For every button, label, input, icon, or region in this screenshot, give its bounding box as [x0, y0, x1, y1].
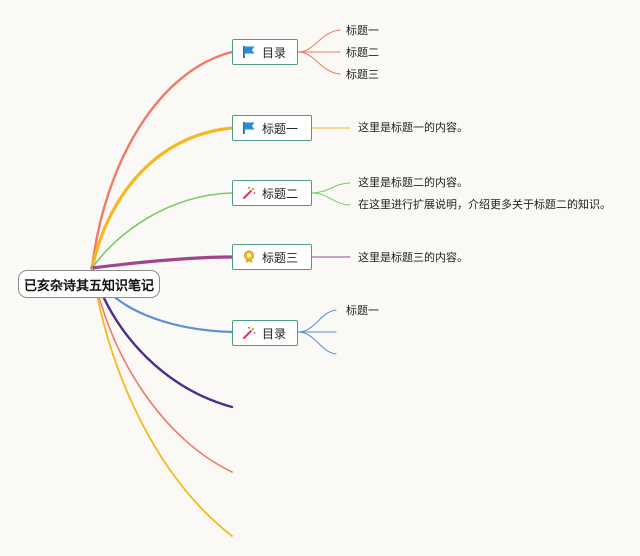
branch-connector: [91, 192, 233, 269]
root-topic[interactable]: 已亥杂诗其五知识笔记: [18, 270, 160, 298]
branch-connector: [90, 126, 234, 270]
branch-connector: [90, 255, 234, 270]
topic-label: 目录: [262, 326, 287, 341]
topic-label: 标题二: [262, 186, 299, 201]
leaf-connector: [297, 51, 341, 75]
topic-label: 目录: [262, 45, 287, 60]
topic-table-of-contents[interactable]: 目录: [232, 39, 298, 65]
branch-connector: [91, 267, 233, 537]
branch-connector: [91, 267, 233, 473]
leaf-connector: [311, 182, 351, 194]
topic-label: 标题一: [262, 121, 299, 136]
flag-icon: [241, 120, 257, 136]
branch-connector: [90, 50, 234, 270]
leaf-connector: [297, 331, 337, 355]
leaf-connector: [311, 192, 351, 206]
subtopic-item[interactable]: 这里是标题三的内容。: [358, 251, 468, 264]
topic-heading-three[interactable]: 标题三: [232, 244, 312, 270]
subtopic-item[interactable]: 标题三: [346, 68, 379, 81]
topic-heading-two[interactable]: 标题二: [232, 180, 312, 206]
subtopic-item[interactable]: 这里是标题二的内容。: [358, 176, 468, 189]
leaf-connector: [297, 309, 337, 333]
magic-wand-icon: [241, 325, 257, 341]
flag-icon: [241, 44, 257, 60]
root-topic-label: 已亥杂诗其五知识笔记: [23, 278, 154, 294]
award-medal-icon: [241, 249, 257, 265]
subtopic-item[interactable]: 这里是标题一的内容。: [358, 121, 468, 134]
topic-table-of-contents-second[interactable]: 目录: [232, 320, 298, 346]
subtopic-item[interactable]: 在这里进行扩展说明，介绍更多关于标题二的知识。: [358, 198, 611, 211]
subtopic-item[interactable]: 标题一: [346, 304, 379, 317]
topic-label: 标题三: [262, 250, 299, 265]
topic-heading-one[interactable]: 标题一: [232, 115, 312, 141]
leaf-connector: [297, 29, 341, 53]
subtopic-item[interactable]: 标题二: [346, 46, 379, 59]
magic-wand-icon: [241, 185, 257, 201]
subtopic-item[interactable]: 标题一: [346, 24, 379, 37]
